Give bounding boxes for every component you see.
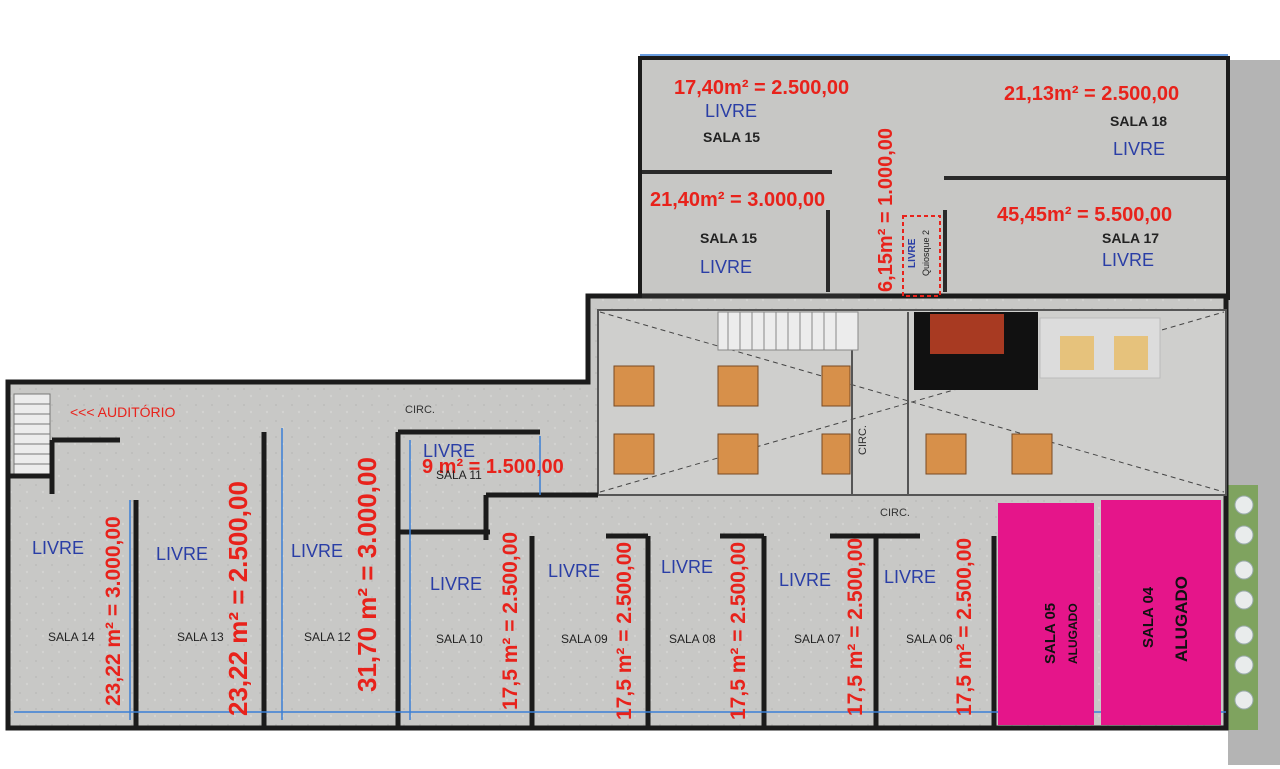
sala11-status: LIVRE	[423, 441, 476, 461]
auditorio-label: <<< AUDITÓRIO	[70, 404, 176, 420]
sala08-status: LIVRE	[661, 557, 714, 577]
sala17-price: 45,45m² = 5.500,00	[997, 204, 1173, 226]
sala14-status: LIVRE	[32, 538, 85, 558]
sala14-name: SALA 14	[48, 630, 95, 644]
quiosque-name: Quiosque 2	[921, 229, 931, 276]
stairs-left	[13, 393, 51, 475]
sala15-top-name: SALA 15	[703, 129, 761, 145]
circ-mid-label: CIRC.	[857, 425, 869, 455]
sala07-price: 17,5 m² = 2.500,00	[844, 537, 867, 716]
sala09-price: 17,5 m² = 2.500,00	[613, 541, 636, 720]
sala10-price: 17,5 m² = 2.500,00	[499, 531, 522, 710]
sala15-low-status: LIVRE	[700, 257, 753, 277]
circ-left-label: CIRC.	[405, 404, 435, 416]
sala05-name: SALA 05	[1042, 602, 1059, 664]
sala07-status: LIVRE	[779, 570, 832, 590]
stairs	[717, 311, 859, 351]
sala12-price: 31,70 m² = 3.000,00	[352, 457, 382, 692]
sala06-price: 17,5 m² = 2.500,00	[953, 537, 976, 716]
sala11-price: 9 m² = 1.500,00	[422, 456, 564, 478]
sala12-name: SALA 12	[304, 630, 351, 644]
sala04-name: SALA 04	[1140, 586, 1157, 648]
quiosque-price: 6,15m² = 1.000,00	[875, 127, 897, 292]
sala12-status: LIVRE	[291, 541, 344, 561]
sala14-price: 23,22 m² = 3.000,00	[102, 516, 125, 706]
sala09-name: SALA 09	[561, 632, 608, 646]
sala15-low-name: SALA 15	[700, 230, 758, 246]
sala18-status: LIVRE	[1113, 139, 1166, 159]
sala15-low-price: 21,40m² = 3.000,00	[650, 189, 826, 211]
quiosque-status: LIVRE	[907, 238, 918, 268]
sala09-status: LIVRE	[548, 561, 601, 581]
sala15-top-price: 17,40m² = 2.500,00	[674, 77, 850, 99]
sala-05-fill	[998, 503, 1094, 725]
sala06-name: SALA 06	[906, 632, 953, 646]
sala15-top-status: LIVRE	[705, 101, 758, 121]
sala11-name: SALA 11	[436, 468, 482, 482]
sala13-status: LIVRE	[156, 544, 209, 564]
tables	[613, 365, 1053, 475]
sala05-status: ALUGADO	[1066, 603, 1080, 664]
sala10-name: SALA 10	[436, 632, 483, 646]
kiosk-outline	[902, 215, 941, 297]
sala-04-fill	[1101, 500, 1221, 725]
sala18-name: SALA 18	[1110, 113, 1168, 129]
sala10-status: LIVRE	[430, 574, 483, 594]
sala08-price: 17,5 m² = 2.500,00	[727, 541, 750, 720]
sala18-price: 21,13m² = 2.500,00	[1004, 83, 1180, 105]
sala07-name: SALA 07	[794, 632, 841, 646]
sala08-name: SALA 08	[669, 632, 716, 646]
sala06-status: LIVRE	[884, 567, 937, 587]
sala17-status: LIVRE	[1102, 250, 1155, 270]
circ-right-label: CIRC.	[880, 507, 910, 519]
sala13-name: SALA 13	[177, 630, 224, 644]
sala04-status: ALUGADO	[1172, 576, 1191, 662]
sala17-name: SALA 17	[1102, 230, 1160, 246]
sala13-price: 23,22 m² = 2.500,00	[223, 481, 253, 716]
